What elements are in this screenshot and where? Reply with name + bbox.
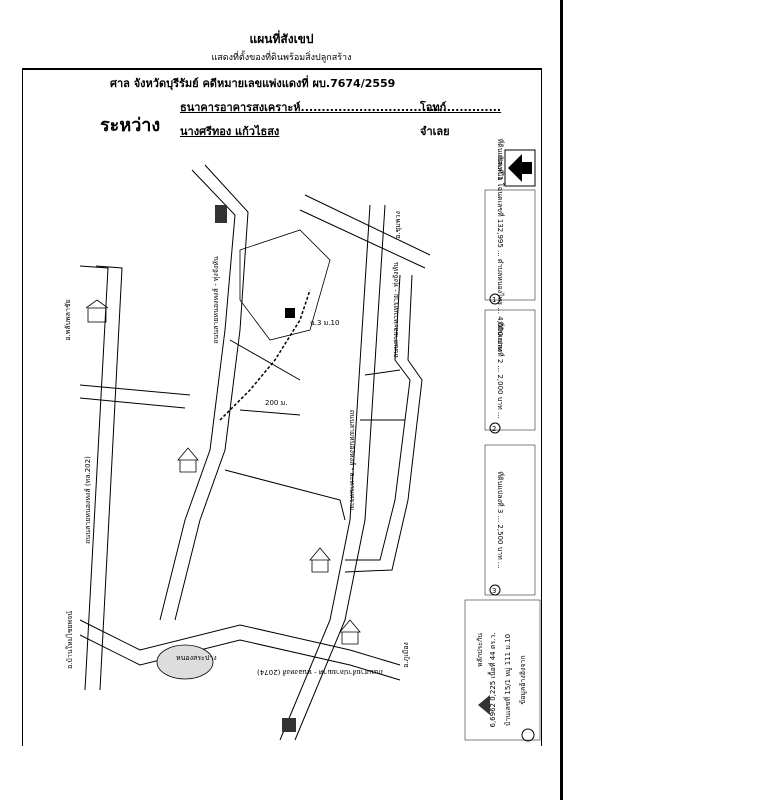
north-label: ทิศเหนือ bbox=[496, 155, 504, 180]
highway-a bbox=[304, 194, 431, 256]
temple-icon bbox=[177, 447, 199, 473]
road-mid-b bbox=[79, 397, 186, 409]
note-3-text: ที่ดินแปลงที่ 3 ... 2,500 บาท ... bbox=[496, 471, 505, 568]
label-to-buri-ram: อ.พลับพลาชัย bbox=[64, 299, 72, 340]
label-distance-200: 200 ม. bbox=[265, 399, 287, 407]
map-frame bbox=[22, 68, 542, 746]
road-west-line-b bbox=[95, 265, 123, 691]
label-to-phu-mueang: อ.ภูเมือง bbox=[402, 642, 410, 668]
road-label-lahan-sai: ถนนสายละหานทราย - ทุ่งจังหัน bbox=[392, 262, 400, 358]
road-link-1 bbox=[224, 469, 346, 521]
defendant-name: นางศรีทอง แก้วไธสง bbox=[180, 125, 280, 138]
map-title: แผนที่สังเขป bbox=[249, 32, 314, 46]
highway-b bbox=[299, 209, 426, 269]
label-pond: หนองสระปาง bbox=[176, 654, 217, 662]
road-main-b bbox=[174, 164, 249, 621]
road-main-a bbox=[159, 169, 236, 621]
plaintiff-name: ธนาคารอาคารสงเคราะห์....................… bbox=[180, 101, 502, 114]
road-far-right-a bbox=[345, 274, 411, 561]
note-2-marker bbox=[489, 422, 501, 434]
temple3-icon bbox=[339, 619, 361, 645]
pond-shape bbox=[156, 644, 214, 680]
road-mid-a bbox=[79, 384, 191, 396]
school-icon bbox=[85, 299, 109, 323]
road-bottom-b bbox=[79, 634, 401, 681]
road-west-line-a bbox=[79, 265, 109, 691]
note-box-1 bbox=[484, 189, 536, 301]
legend-circle-icon bbox=[521, 728, 535, 742]
legend-line-4: ข้อมูลอ้างอิงจาก bbox=[519, 655, 527, 704]
between-label: ระหว่าง bbox=[100, 115, 161, 136]
temple2-icon bbox=[309, 547, 331, 573]
legend-line-3: บ้านเลขที่ 15/1 หมู่ 111 ม.10 bbox=[503, 634, 512, 726]
road-right-a bbox=[279, 204, 371, 741]
road-bottom-a bbox=[79, 619, 401, 666]
label-distance-2: ฉ.3 ม.10 bbox=[310, 319, 339, 327]
court-case-line: ศาล จังหวัดบุรีรัมย์ คดีหมายเลขแพ่งแดงที… bbox=[110, 77, 396, 90]
road-label-nong-hong-1: ถนนสายหนองหงส์ - ทุ่งจังหัน bbox=[212, 256, 220, 344]
note-1-num: 1 bbox=[492, 296, 496, 304]
note-1-text: ที่ดินแปลงที่ 1 โฉนดเลขที่ 132,995 ... ต… bbox=[496, 139, 505, 352]
road-label-lam-plai-mat: ถนนสายลำปลายมาศ - หนองหงส์ (2074) bbox=[257, 668, 383, 676]
road-label-nong-hong-2: ถนนสายหนองหงส์ (ทล.202) bbox=[84, 456, 92, 544]
note-3-num: 3 bbox=[492, 587, 496, 595]
site-house-icon bbox=[285, 308, 295, 318]
note-box-2 bbox=[484, 309, 536, 431]
road-link-4 bbox=[364, 369, 401, 376]
road-label-nong-hong-3: ถนนสายหนองหงส์ - ละหานทราย bbox=[348, 410, 356, 510]
map-subtitle: แสดงที่ตั้งของที่ดินพร้อมสิ่งปลูกสร้าง bbox=[211, 53, 352, 63]
note-3-marker bbox=[489, 584, 501, 596]
legend-block: หลักประกัน 6,6962 0,225 เนื้อที่ 44 ตร.ว… bbox=[464, 599, 541, 742]
notes-column: ที่ดินแปลงที่ 1 โฉนดเลขที่ 132,995 ... ต… bbox=[484, 139, 536, 596]
label-to-chum-saeng: อ.ชุมพวง bbox=[394, 211, 402, 239]
plaintiff-role: โจทก์ bbox=[420, 101, 447, 114]
note-box-3 bbox=[484, 444, 536, 596]
road-far-right-b bbox=[344, 274, 423, 573]
defendant-role: จำเลย bbox=[420, 125, 450, 138]
note-1-marker bbox=[489, 293, 501, 305]
legend-marker-icon bbox=[478, 695, 490, 715]
page-border bbox=[560, 0, 563, 800]
road-right-b bbox=[294, 204, 386, 741]
site-area-outline bbox=[239, 229, 331, 341]
north-arrow-icon bbox=[504, 149, 536, 187]
note-2-text: ที่ดินแปลงที่ 2 ... 2,000 บาท ... bbox=[496, 321, 505, 418]
legend-line-1: หลักประกัน bbox=[476, 633, 484, 667]
building-icon bbox=[215, 205, 296, 732]
road-network bbox=[79, 164, 431, 741]
road-link-2 bbox=[239, 409, 301, 416]
label-to-ban-kruat: อ.บ้านใหม่ไชยพจน์ bbox=[65, 611, 74, 669]
route-to-site bbox=[219, 289, 311, 421]
road-link-3 bbox=[229, 339, 301, 381]
legend-line-2: 6,6962 0,225 เนื้อที่ 44 ตร.ว. bbox=[486, 632, 497, 727]
note-2-num: 2 bbox=[492, 425, 496, 433]
